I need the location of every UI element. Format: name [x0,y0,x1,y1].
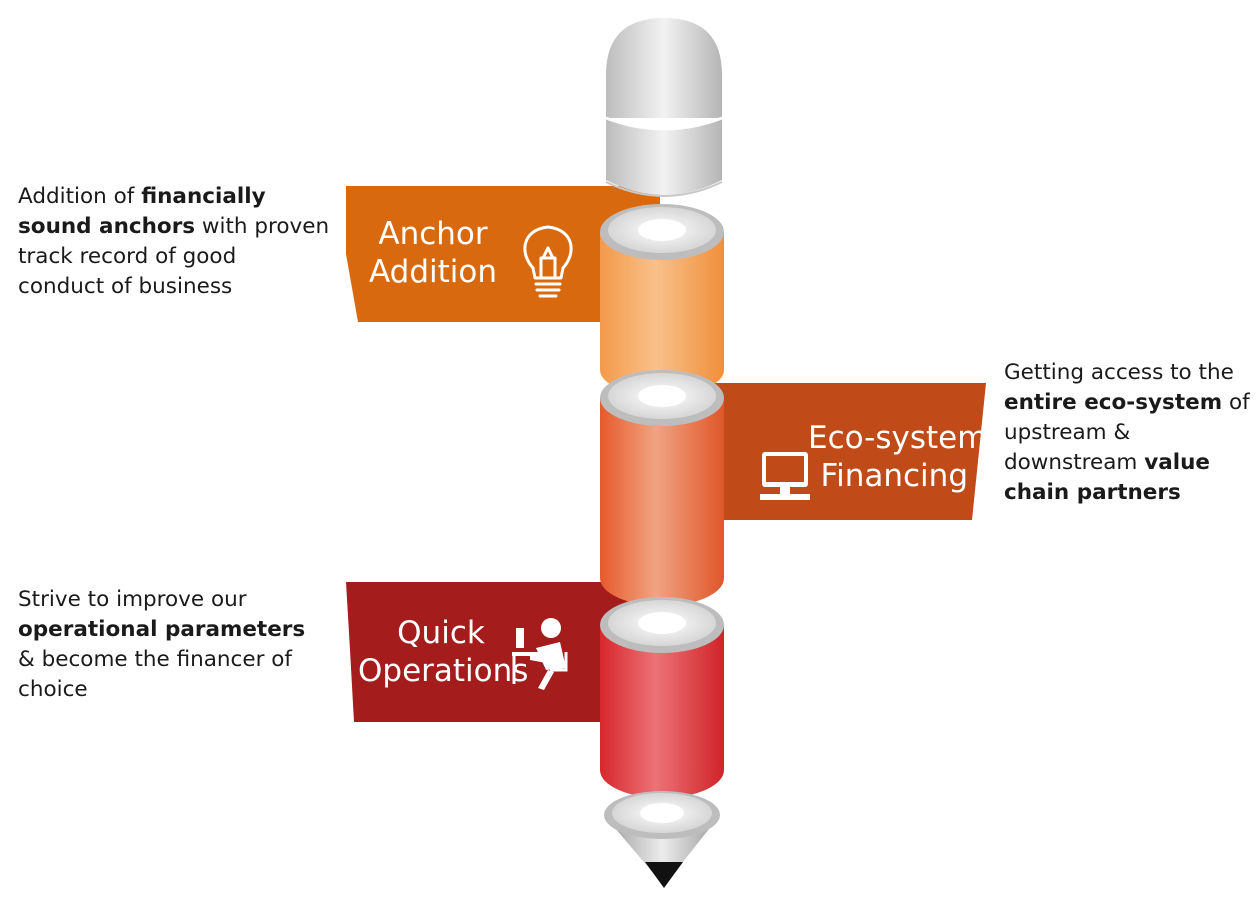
stage-title-quick-operations: Quick Operations [358,614,529,690]
description-line: Strive to improve our [18,585,348,615]
pencil-segment-coral [600,370,724,606]
description-bold-text: operational parameters [18,617,306,642]
description-bold-text: financially [141,184,266,209]
stage-title-line: Anchor [378,216,488,252]
description-text: & become the financer of [18,647,292,672]
description-line: entire eco-system of [1004,388,1256,418]
stage-title-line: Addition [368,254,497,290]
description-text: track record of good [18,244,237,269]
description-line: Getting access to the [1004,358,1256,388]
pencil-tip [604,791,720,888]
banner-eco-system-financing [640,383,986,520]
description-line: Addition of financially [18,182,348,212]
description-text: upstream & [1004,420,1131,445]
description-line: sound anchors with proven [18,212,348,242]
description-line: & become the financer of [18,645,348,675]
stage-title-line: Eco-system [808,420,988,456]
description-text: with proven [195,214,330,239]
pencil-segment-orange [600,204,724,396]
description-line: upstream & [1004,418,1256,448]
description-text: downstream [1004,450,1145,475]
stage-title-line: Quick [397,615,485,651]
description-quick-operations: Strive to improve our operational paramet… [18,585,348,705]
banner-anchor-addition [346,186,660,322]
description-bold-text: sound anchors [18,214,196,239]
stage-title-line: Operations [358,653,529,689]
lightbulb-icon [523,225,573,298]
description-bold-text: chain partners [1004,480,1181,505]
description-text: Strive to improve our [18,587,247,612]
computer-icon [760,452,810,500]
description-line: chain partners [1004,478,1256,508]
description-text: Addition of [18,184,142,209]
person-at-desk-icon [512,618,568,690]
description-bold-text: value [1144,450,1210,475]
stage-title-anchor-addition: Anchor Addition [360,215,506,291]
description-text: Getting access to the [1004,360,1234,385]
description-line: track record of good [18,242,348,272]
description-line: operational parameters [18,615,348,645]
description-line: conduct of business [18,272,348,302]
description-text: choice [18,677,88,702]
pencil-segment-red [600,597,724,798]
stage-title-line: Financing [820,458,968,494]
description-bold-text: entire eco-system [1004,390,1223,415]
description-text: conduct of business [18,274,233,299]
description-line: downstream value [1004,448,1256,478]
banner-quick-operations [346,582,660,722]
description-line: choice [18,675,348,705]
stage-title-eco-system-financing: Eco-system Financing [808,419,988,495]
pencil-eraser [605,18,723,197]
description-text: of [1222,390,1250,415]
description-eco-system-financing: Getting access to the entire eco-system o… [1004,358,1256,508]
